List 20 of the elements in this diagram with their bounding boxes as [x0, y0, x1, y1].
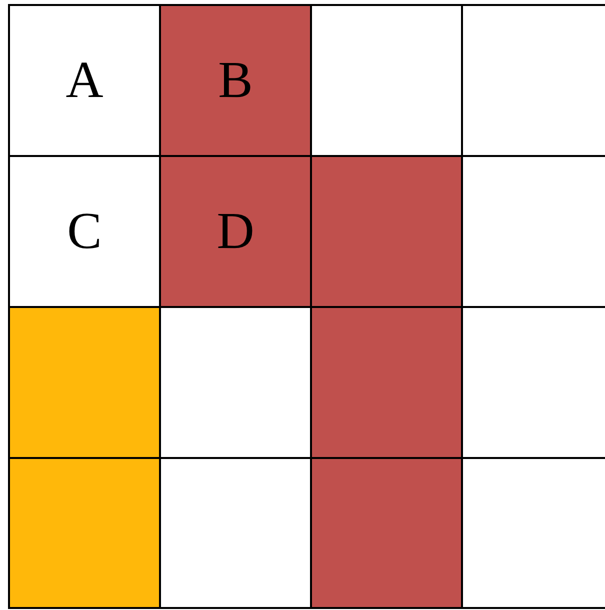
grid-cell	[8, 156, 160, 307]
grid-cell	[160, 156, 311, 307]
grid-cell	[8, 307, 160, 458]
grid-cell	[311, 307, 462, 458]
grid-cell	[311, 458, 462, 609]
cell-letter: C	[67, 206, 102, 258]
cell-letter: B	[218, 54, 253, 106]
grid-cell	[462, 307, 605, 458]
grid-cell	[462, 4, 605, 156]
grid-cell	[160, 4, 311, 156]
grid-cell	[8, 4, 160, 156]
grid-cell	[160, 307, 311, 458]
cell-letter: D	[216, 206, 254, 258]
grid-cell	[8, 458, 160, 609]
grid-cell	[160, 458, 311, 609]
grid-cell	[311, 4, 462, 156]
cell-letter: A	[66, 54, 104, 106]
grid-cell	[462, 458, 605, 609]
grid-cell	[462, 156, 605, 307]
grid-cell	[311, 156, 462, 307]
